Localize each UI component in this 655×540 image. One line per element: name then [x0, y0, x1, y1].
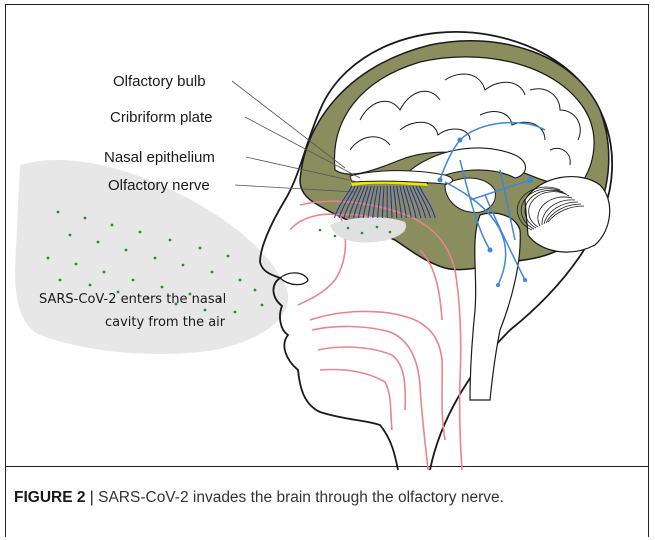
- label-olfactory-nerve: Olfactory nerve: [108, 177, 210, 194]
- label-nasal-epithelium: Nasal epithelium: [104, 149, 215, 166]
- caption-separator: |: [85, 489, 98, 506]
- brainstem: [470, 213, 520, 400]
- caption-text: SARS-CoV-2 invades the brain through the…: [98, 489, 504, 506]
- cloud-text-line2: cavity from the air: [105, 315, 226, 330]
- label-cribriform-plate: Cribriform plate: [110, 109, 213, 126]
- head-diagram: Olfactory bulb Cribriform plate Nasal ep…: [0, 0, 655, 470]
- label-olfactory-bulb: Olfactory bulb: [113, 73, 206, 90]
- caption-label: FIGURE 2: [14, 489, 85, 506]
- figure-caption: FIGURE 2 | SARS-CoV-2 invades the brain …: [14, 489, 504, 507]
- cloud-text-line1: SARS-CoV-2 enters the nasal: [39, 292, 226, 307]
- nostril: [280, 273, 308, 285]
